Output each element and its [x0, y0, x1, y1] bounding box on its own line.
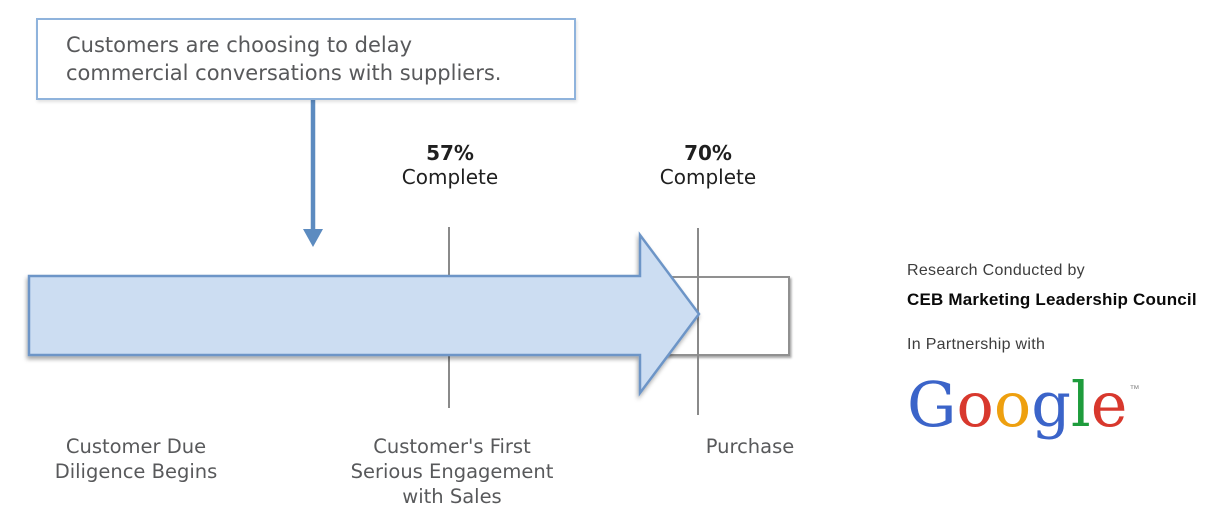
marker-57-complete: 57% Complete — [350, 141, 550, 189]
callout-text: Customers are choosing to delay commerci… — [66, 33, 502, 85]
callout-box: Customers are choosing to delay commerci… — [36, 18, 576, 100]
google-logo-letters: Google — [907, 368, 1128, 441]
progress-block-arrow — [27, 231, 701, 397]
research-org-name: CEB Marketing Leadership Council — [907, 290, 1197, 309]
milestone-label-due-diligence: Customer Due Diligence Begins — [54, 435, 218, 483]
milestone-label-first-engagement: Customer's First Serious Engagement with… — [350, 435, 554, 508]
research-conducted-by-label: Research Conducted by — [907, 262, 1085, 279]
marker-70-caption: Complete — [659, 165, 757, 189]
marker-70-percent: 70% — [684, 141, 732, 165]
research-credits: Research Conducted by CEB Marketing Lead… — [907, 262, 1229, 437]
milestone-label-purchase: Purchase — [705, 435, 795, 458]
callout-pointer-arrowhead-icon — [303, 229, 323, 247]
marker-57-caption: Complete — [401, 165, 499, 189]
google-trademark-symbol: ™ — [1129, 384, 1140, 395]
marker-70-complete: 70% Complete — [608, 141, 808, 189]
marker-57-percent: 57% — [426, 141, 474, 165]
partnership-label: In Partnership with — [907, 336, 1046, 353]
